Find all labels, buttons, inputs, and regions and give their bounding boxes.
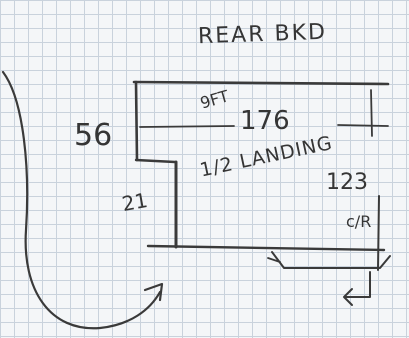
bottom-step-tick (267, 257, 281, 263)
right-tick-line (370, 89, 373, 137)
label-step-height: 21 (120, 187, 150, 217)
dimension-line-176 (139, 124, 389, 128)
plan-step-ledge (134, 158, 177, 164)
curved-arrow-head (143, 282, 164, 302)
right-wall-line (377, 195, 380, 271)
sketch-title: REAR BKD (197, 19, 328, 50)
curved-arrow-line (1, 70, 162, 330)
label-stair-mark: c/R (346, 212, 372, 231)
return-arrow-line (345, 271, 371, 298)
plan-left-wall (134, 80, 139, 162)
plan-bottom-wall (146, 244, 386, 252)
return-arrow-head (343, 288, 353, 306)
label-right-height: 123 (326, 170, 368, 195)
label-width: 176 (240, 106, 290, 136)
plan-top-wall (132, 80, 390, 86)
label-depth-left: 56 (74, 118, 113, 153)
bottom-step-outline (271, 251, 391, 269)
